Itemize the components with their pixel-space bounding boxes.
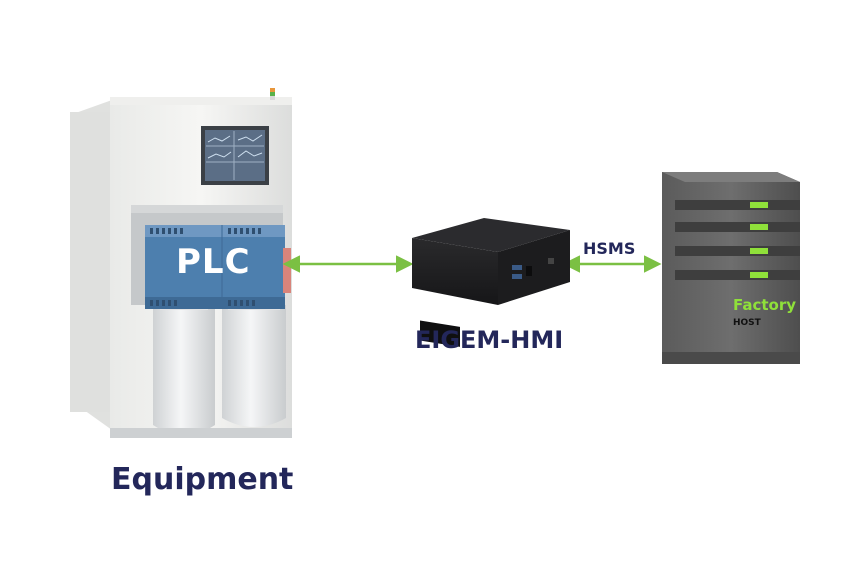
host-label: HOST bbox=[733, 318, 761, 328]
factory-label: Factory bbox=[733, 296, 797, 314]
equipment-label: Equipment bbox=[111, 462, 294, 497]
plc-module-icon bbox=[145, 225, 291, 309]
equipment-machine-icon bbox=[70, 88, 292, 438]
protocol-label: HSMS bbox=[583, 239, 636, 258]
monitor-icon bbox=[201, 126, 269, 185]
mini-pc-icon bbox=[412, 218, 570, 347]
hmi-label: EIGEM-HMI bbox=[415, 326, 564, 354]
plc-label: PLC bbox=[176, 242, 251, 282]
server-tower-icon bbox=[662, 172, 800, 364]
